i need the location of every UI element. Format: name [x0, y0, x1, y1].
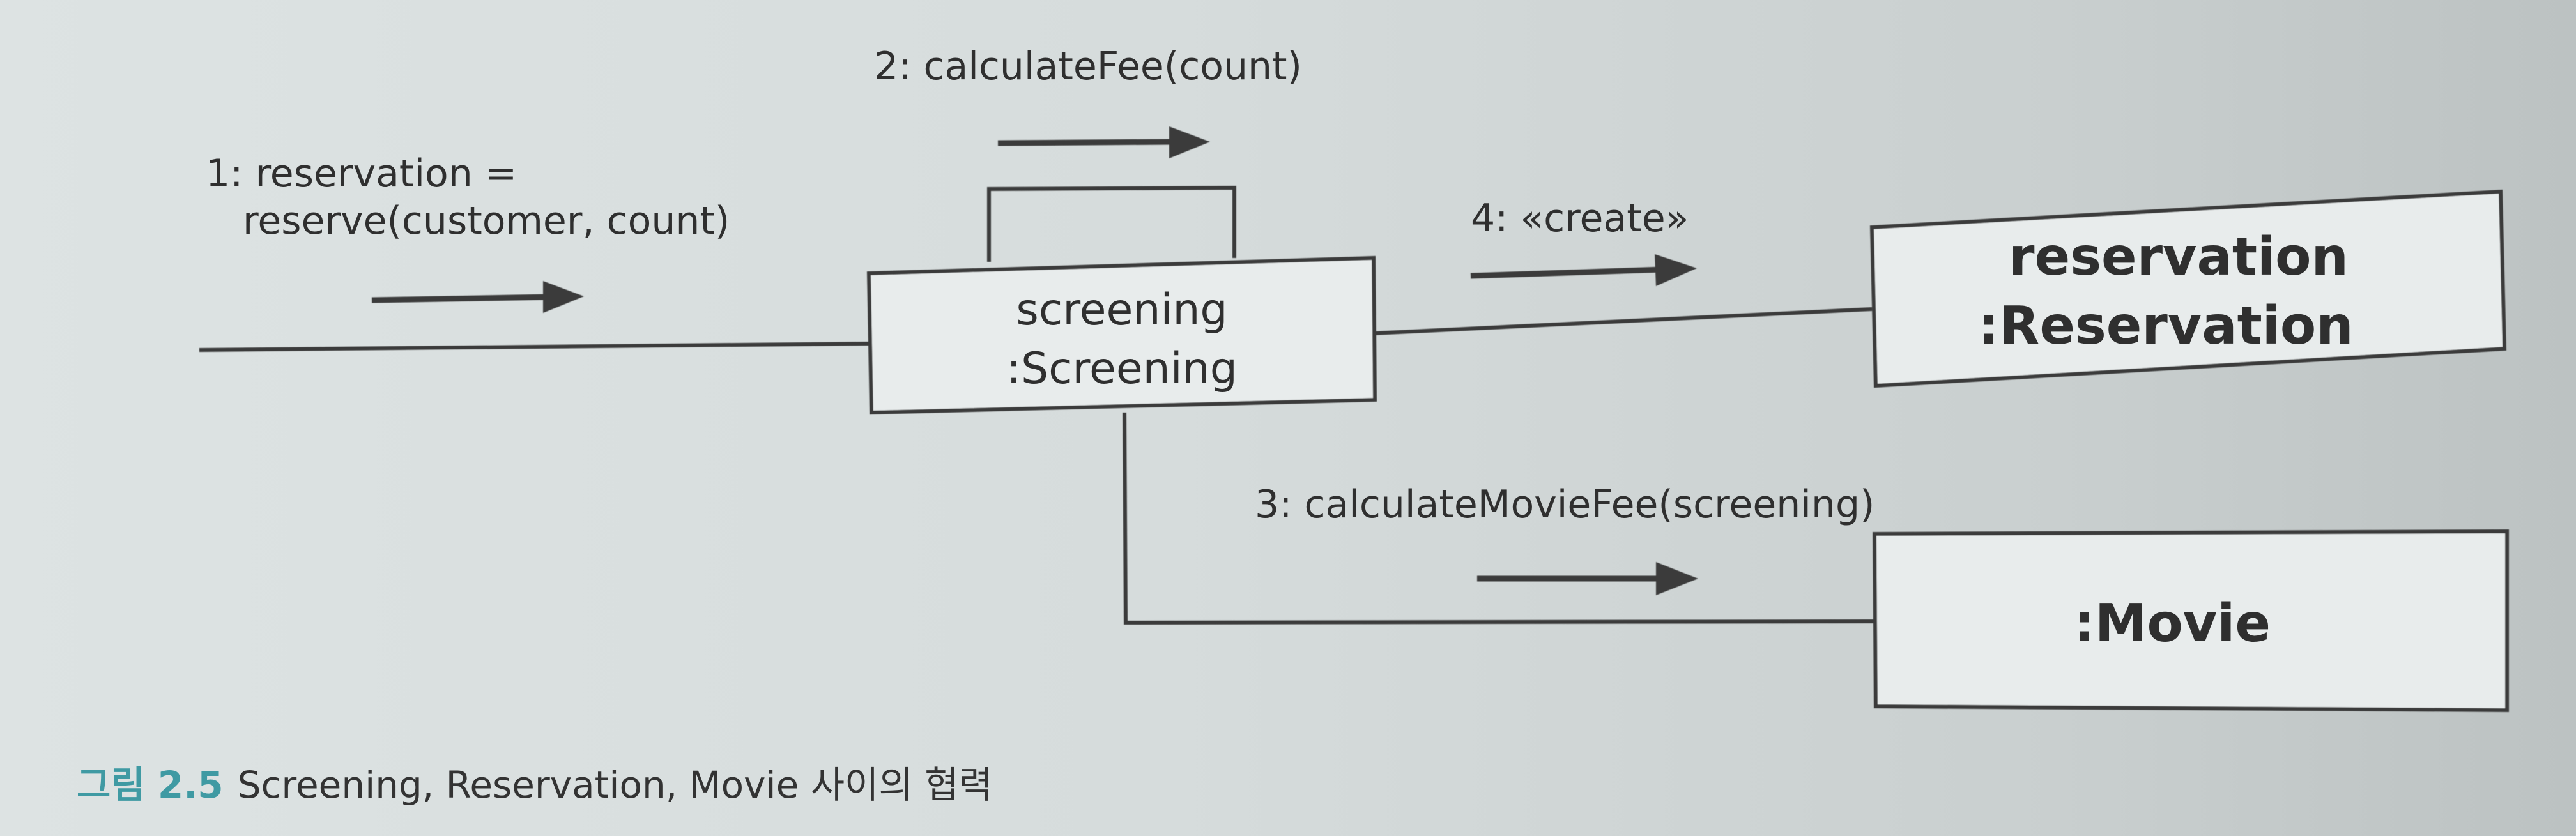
screening-object-name: screening	[1016, 285, 1227, 335]
incoming-link	[199, 342, 870, 352]
screening-reservation-link	[1373, 307, 1873, 335]
message-4-arrow	[1470, 254, 1697, 286]
message-3-arrow	[1477, 562, 1698, 595]
screening-object-type: :Screening	[1006, 344, 1238, 394]
message-2-arrow	[997, 126, 1210, 158]
figure-caption-text: Screening, Reservation, Movie 사이의 협력	[237, 763, 993, 807]
message-2-label: 2: calculateFee(count)	[874, 44, 1302, 89]
self-link-loop	[987, 185, 1236, 262]
reservation-object-type: :Reservation	[1978, 296, 2353, 356]
reservation-object-box	[1869, 189, 2507, 388]
figure-number: 그림 2.5	[77, 763, 224, 807]
message-4-label: 4: «create»	[1471, 196, 1689, 241]
message-1-arrow	[371, 281, 584, 313]
screening-movie-link	[1123, 412, 1876, 625]
reservation-object-name: reservation	[2009, 227, 2349, 287]
movie-object-type: :Movie	[2074, 593, 2271, 654]
figure-caption: 그림 2.5 Screening, Reservation, Movie 사이의 …	[77, 755, 993, 809]
screening-object-box	[866, 255, 1377, 415]
message-1-label-line1: 1: reservation =	[206, 151, 517, 196]
message-1-label-line2: reserve(customer, count)	[243, 199, 730, 243]
message-3-label: 3: calculateMovieFee(screening)	[1255, 482, 1874, 527]
movie-object-box	[1872, 529, 2509, 713]
